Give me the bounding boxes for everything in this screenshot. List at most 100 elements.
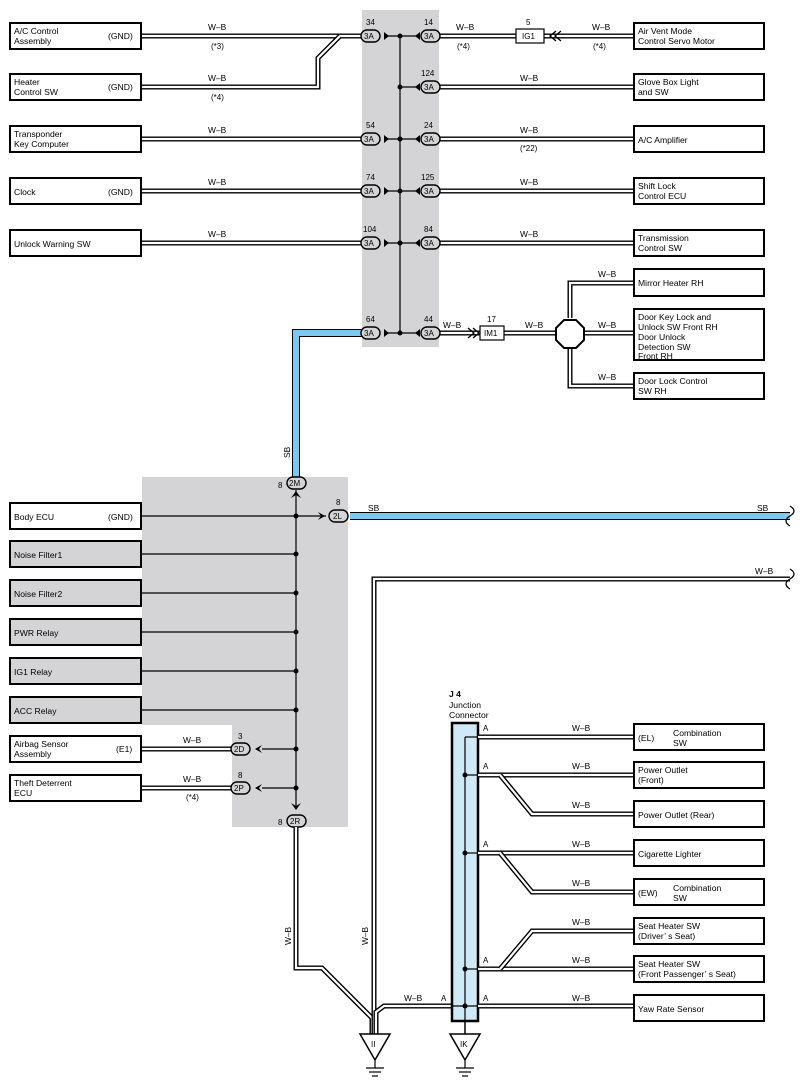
- svg-text:W–B: W–B: [572, 800, 591, 810]
- component-ac-control-assembly: A/C Control Assembly (GND): [9, 22, 142, 50]
- connector-pin-3a-125: 125 3A: [420, 173, 441, 198]
- svg-text:8: 8: [238, 771, 243, 780]
- svg-text:A/C Amplifier: A/C Amplifier: [638, 135, 688, 145]
- svg-text:Control SW: Control SW: [638, 243, 683, 253]
- component-noise-filter-2: Noise Filter2: [9, 579, 142, 607]
- component-yaw-rate-sensor: Yaw Rate Sensor: [633, 994, 765, 1022]
- svg-text:SW RH: SW RH: [638, 386, 667, 396]
- j4-pin-left-label: A: [441, 994, 447, 1003]
- svg-text:3A: 3A: [424, 187, 434, 196]
- svg-text:2D: 2D: [234, 745, 244, 754]
- component-power-outlet-front: Power Outlet (Front): [633, 761, 765, 789]
- svg-text:3A: 3A: [364, 135, 374, 144]
- svg-text:A: A: [483, 724, 489, 733]
- svg-text:W–B: W–B: [572, 723, 591, 733]
- svg-text:W–B: W–B: [208, 22, 227, 32]
- connector-2r: 8 2R: [278, 803, 307, 828]
- svg-text:3A: 3A: [424, 239, 434, 248]
- connector-pin-3a-44: 44 3A: [420, 315, 441, 340]
- ground-wires: [293, 576, 790, 1034]
- upper-block-junctions: [397, 33, 403, 336]
- connector-pin-3a-74: 74 3A: [360, 173, 381, 198]
- svg-text:Transmission: Transmission: [638, 233, 689, 243]
- svg-text:3A: 3A: [364, 329, 374, 338]
- component-ac-amplifier: A/C Amplifier: [633, 125, 765, 153]
- svg-text:W–B: W–B: [208, 73, 227, 83]
- svg-text:84: 84: [424, 225, 433, 234]
- svg-text:24: 24: [424, 121, 433, 130]
- svg-text:A: A: [483, 762, 489, 771]
- note-label: (*4): [593, 42, 606, 51]
- wb-label-vertical-1: W–B: [283, 926, 293, 945]
- ground-label: (GND): [108, 187, 133, 197]
- svg-text:Junction: Junction: [449, 700, 481, 710]
- svg-text:54: 54: [366, 121, 375, 130]
- component-unlock-warning-sw: Unlock Warning SW: [9, 229, 142, 257]
- svg-text:W–B: W–B: [598, 372, 617, 382]
- svg-text:3A: 3A: [364, 32, 374, 41]
- svg-text:ECU: ECU: [14, 788, 32, 798]
- component-clock: Clock (GND): [9, 177, 142, 205]
- lower-left-wires: [141, 746, 231, 791]
- sb-wire-label-horizontal-right: SB: [757, 503, 769, 513]
- svg-text:Door Unlock: Door Unlock: [638, 332, 686, 342]
- svg-text:3A: 3A: [364, 239, 374, 248]
- component-heater-control-sw: Heater Control SW (GND): [9, 73, 142, 101]
- svg-text:IG1: IG1: [522, 32, 535, 41]
- component-label: Clock: [14, 187, 36, 197]
- junction-connector-j4-title: J 4 Junction Connector: [449, 689, 489, 720]
- component-body-ecu: Body ECU (GND): [9, 502, 142, 530]
- svg-text:8: 8: [278, 818, 283, 827]
- svg-text:2P: 2P: [234, 784, 244, 793]
- svg-text:2M: 2M: [289, 479, 300, 488]
- svg-text:14: 14: [424, 18, 433, 27]
- connector-2p: 8 2P: [230, 771, 262, 795]
- svg-text:5: 5: [526, 18, 531, 27]
- svg-text:(E1): (E1): [116, 744, 132, 754]
- component-glove-box-light: Glove Box Light and SW: [633, 73, 765, 101]
- component-label: A/C Control: [14, 26, 59, 36]
- connector-pin-3a-64: 64 3A: [360, 315, 381, 340]
- sb-wire-label-vertical: SB: [282, 446, 292, 458]
- upper-right-wires: [439, 33, 634, 389]
- svg-text:IM1: IM1: [484, 329, 498, 338]
- component-label: Transponder: [14, 129, 63, 139]
- component-mirror-heater-rh: Mirror Heater RH: [633, 268, 765, 297]
- inline-connector-im1: 17 IM1: [467, 315, 505, 341]
- svg-text:PWR Relay: PWR Relay: [14, 628, 59, 638]
- connector-pin-3a-24: 24 3A: [420, 121, 441, 146]
- svg-text:W–B: W–B: [572, 917, 591, 927]
- svg-text:W–B: W–B: [525, 320, 544, 330]
- svg-text:W–B: W–B: [208, 177, 227, 187]
- svg-text:W–B: W–B: [520, 177, 539, 187]
- svg-text:Front RH: Front RH: [638, 351, 673, 361]
- svg-text:2R: 2R: [290, 817, 300, 826]
- svg-text:W–B: W–B: [183, 774, 202, 784]
- svg-text:Detection SW: Detection SW: [638, 342, 691, 352]
- svg-text:Unlock SW Front RH: Unlock SW Front RH: [638, 322, 718, 332]
- svg-text:8: 8: [278, 481, 283, 490]
- svg-text:Combination: Combination: [673, 728, 721, 738]
- svg-text:II: II: [371, 1040, 375, 1049]
- svg-text:W–B: W–B: [572, 761, 591, 771]
- connector-pin-3a-14: 14 3A: [420, 18, 441, 43]
- j4-internal-stubs: [452, 736, 478, 1007]
- component-airbag-sensor-assembly: Airbag Sensor Assembly (E1): [9, 735, 142, 763]
- svg-text:Cigarette Lighter: Cigarette Lighter: [638, 849, 702, 859]
- wire-break-mark-sb: [785, 505, 795, 527]
- svg-text:Seat Heater SW: Seat Heater SW: [638, 959, 701, 969]
- svg-text:104: 104: [363, 225, 377, 234]
- svg-text:W–B: W–B: [520, 125, 539, 135]
- svg-text:3A: 3A: [424, 135, 434, 144]
- svg-text:Air Vent Mode: Air Vent Mode: [638, 26, 692, 36]
- svg-text:Yaw Rate Sensor: Yaw Rate Sensor: [638, 1004, 704, 1014]
- svg-text:3A: 3A: [424, 32, 434, 41]
- ground-label: (GND): [108, 31, 133, 41]
- j4-right-wires: [478, 734, 634, 1009]
- svg-text:W–B: W–B: [598, 269, 617, 279]
- component-cigarette-lighter: Cigarette Lighter: [633, 839, 765, 867]
- svg-text:W–B: W–B: [183, 735, 202, 745]
- upper-pin-arrows: [384, 32, 420, 337]
- svg-text:Shift Lock: Shift Lock: [638, 181, 676, 191]
- svg-text:34: 34: [366, 18, 375, 27]
